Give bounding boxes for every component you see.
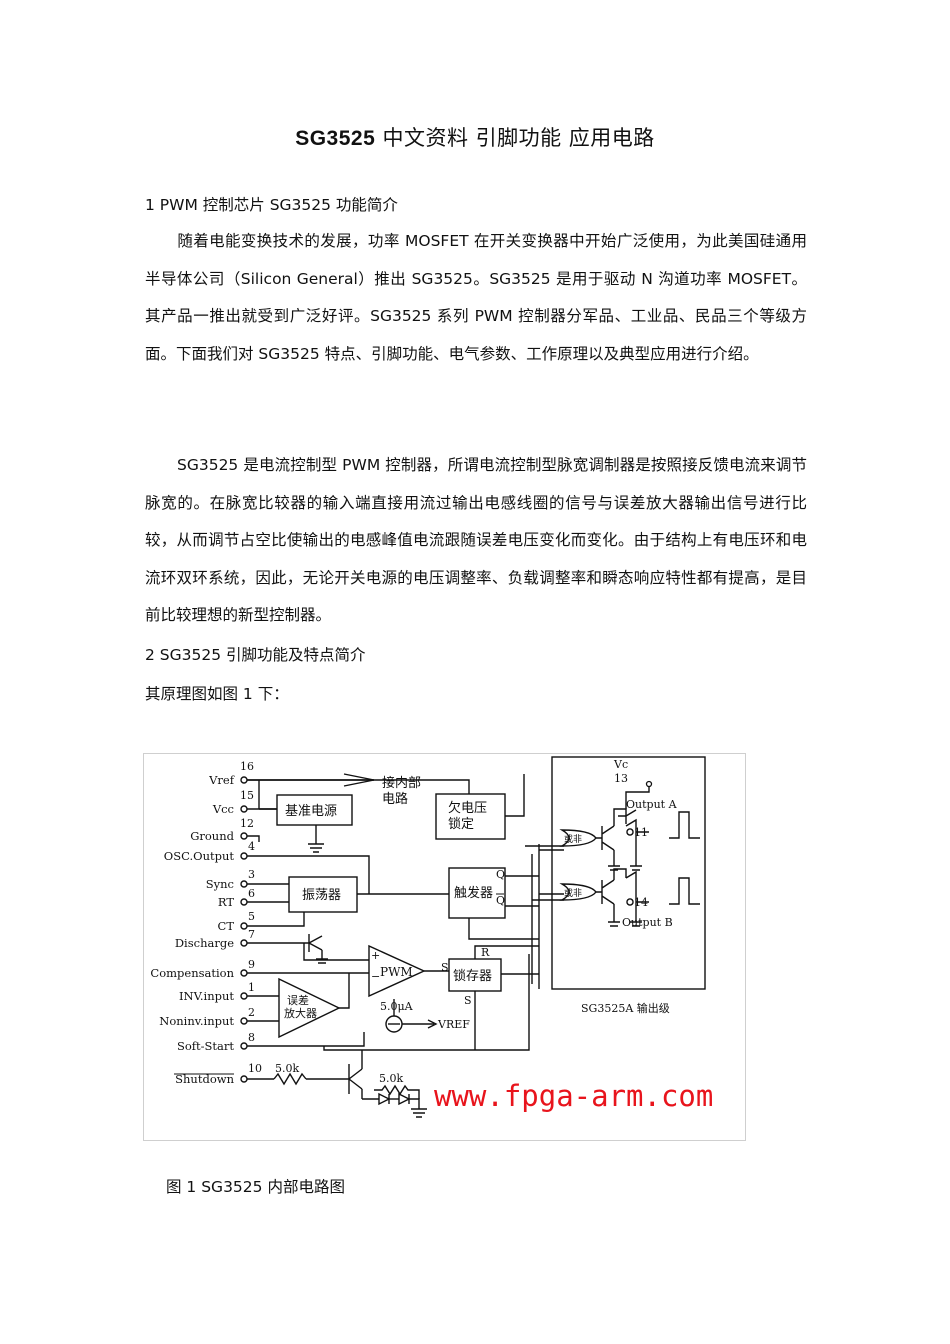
pwm-comparator (368, 944, 426, 998)
svg-text:5: 5 (248, 910, 255, 923)
oscillator-label: 振荡器 (302, 888, 341, 903)
section-heading-2: 2 SG3525 引脚功能及特点简介 (145, 646, 366, 664)
latch-label: 锁存器 (453, 968, 492, 984)
output-stage-label: SG3525A 输出级 (581, 1001, 670, 1015)
reference-label: 基准电源 (285, 804, 337, 819)
pin-circle-ct (240, 922, 248, 930)
paragraph-1-text: 随着电能变换技术的发展，功率 MOSFET 在开关变换器中开始广泛使用，为此美国… (145, 232, 807, 363)
section-heading-1: 1 PWM 控制芯片 SG3525 功能简介 (145, 196, 398, 214)
pwm-plus: + (371, 949, 380, 962)
pin-label-sync: Sync (206, 877, 234, 891)
figure-intro: 其原理图如图 1 下： (145, 685, 289, 703)
nor-a-label: 或非 (564, 833, 582, 845)
svg-text:9: 9 (248, 958, 255, 971)
arrow-to-internal (343, 773, 375, 787)
svg-text:7: 7 (248, 928, 255, 941)
ff-q: Q (496, 868, 505, 881)
svg-text:15: 15 (240, 789, 254, 802)
pin-names: Vref Vcc Ground OSC.Output Sync RT CT Di… (150, 773, 234, 1086)
pin-label-vcc: Vcc (212, 802, 234, 816)
pin-circle-vref (240, 776, 248, 784)
to-internal-label-1: 接内部 (382, 775, 421, 791)
svg-text:4: 4 (248, 840, 255, 853)
output-stage-frame (551, 756, 706, 990)
nor-gate-a (559, 829, 597, 847)
pin-circle-vcc (240, 805, 248, 813)
pin-label-shutdown: Shutdown (175, 1072, 234, 1086)
output-a-label: Output A (626, 798, 678, 811)
pin-circle-noninv (240, 1017, 248, 1025)
output-b-label: Output B (622, 916, 673, 929)
vref-label: VREF (437, 1018, 470, 1031)
pin-circle-shutdown (240, 1075, 248, 1083)
pwm-label: PWM (380, 965, 413, 979)
pin-circle-discharge (240, 939, 248, 947)
pin-label-discharge: Discharge (175, 936, 234, 950)
reference-box (276, 794, 353, 826)
svg-text:6: 6 (248, 887, 255, 900)
pin-circle-ground (240, 832, 248, 840)
svg-text:8: 8 (248, 1031, 255, 1044)
current-label: 5.0μA (380, 1000, 414, 1013)
pin-label-comp: Compensation (150, 966, 234, 980)
pulse-a (669, 811, 700, 839)
vc-pin: 13 (614, 772, 628, 785)
pulse-b (669, 877, 700, 905)
pin-circle-sync (240, 880, 248, 888)
pin-label-ct: CT (218, 919, 235, 933)
pin-label-inv: INV.input (179, 989, 234, 1003)
error-amp (278, 977, 341, 1039)
latch-r: R (481, 946, 490, 959)
svg-text:16: 16 (240, 760, 254, 773)
error-amp-label-1: 误差 (287, 993, 309, 1007)
title-part-number: SG3525 (295, 127, 376, 150)
page-title: SG3525 中文资料 引脚功能 应用电路 (0, 122, 950, 152)
title-text: 中文资料 引脚功能 应用电路 (375, 126, 655, 150)
pin-circle-rt (240, 898, 248, 906)
r1-label: 5.0k (275, 1062, 299, 1075)
paragraph-2: SG3525 是电流控制型 PWM 控制器，所谓电流控制型脉宽调制器是按照接反馈… (145, 447, 807, 635)
pin-label-rt: RT (218, 895, 234, 909)
r2-label: 5.0k (379, 1072, 403, 1085)
pin-label-vref: Vref (208, 773, 235, 787)
uvlo-label-1: 欠电压 (448, 800, 487, 816)
svg-text:3: 3 (248, 868, 255, 881)
nor-b-label: 或非 (564, 887, 582, 899)
pin-circle-comp (240, 969, 248, 977)
paragraph-1: 随着电能变换技术的发展，功率 MOSFET 在开关变换器中开始广泛使用，为此美国… (145, 223, 807, 373)
pin-circle-softstart (240, 1042, 248, 1050)
uvlo-label-2: 锁定 (448, 816, 474, 832)
pin-circle-osc (240, 852, 248, 860)
svg-text:12: 12 (240, 817, 254, 830)
output-a-pin: 11 (634, 826, 648, 839)
to-internal-label-2: 电路 (382, 791, 408, 807)
svg-text:10: 10 (248, 1062, 262, 1075)
pin-label-softstart: Soft-Start (177, 1039, 234, 1053)
circuit-figure: 16 15 12 4 3 6 5 7 9 1 2 8 10 Vref Vcc G… (143, 753, 746, 1141)
latch-s-bottom: S (464, 994, 472, 1007)
pin-label-ground: Ground (190, 829, 234, 843)
pin-label-noninv: Noninv.input (159, 1014, 234, 1028)
pin-circle-inv (240, 992, 248, 1000)
paragraph-2-text: SG3525 是电流控制型 PWM 控制器，所谓电流控制型脉宽调制器是按照接反馈… (145, 456, 807, 624)
latch-s-in: S (441, 961, 449, 974)
nor-gate-b (559, 883, 597, 901)
sg3525-block-diagram: 16 15 12 4 3 6 5 7 9 1 2 8 10 Vref Vcc G… (150, 756, 713, 1118)
svg-text:1: 1 (248, 981, 255, 994)
output-b-pin: 14 (634, 896, 648, 909)
vc-label: Vc (613, 758, 628, 771)
watermark-text: www.fpga-arm.com (434, 1079, 713, 1113)
flipflop-box (448, 867, 506, 919)
pin-label-osc: OSC.Output (164, 849, 235, 863)
figure-caption: 图 1 SG3525 内部电路图 (166, 1178, 345, 1196)
ff-qbar: Q (496, 894, 505, 907)
svg-text:2: 2 (248, 1006, 255, 1019)
error-amp-label-2: 放大器 (284, 1006, 317, 1020)
flipflop-label: 触发器 (454, 885, 493, 901)
pwm-minus: − (371, 970, 380, 983)
